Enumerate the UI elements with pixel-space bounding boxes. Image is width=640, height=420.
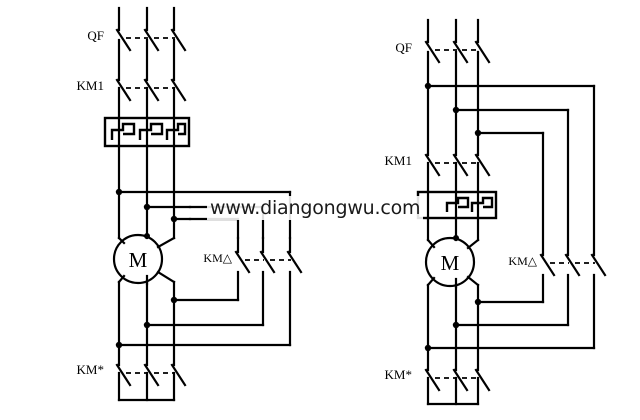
left-thermal-overload-relay [103,116,191,148]
right-km1-label: KM1 [385,153,412,168]
watermark-text: www.diangongwu.com [207,196,424,220]
left-motor-terminal-top [144,233,150,239]
right-motor-terminal-top [453,235,459,241]
right-star-label: KM* [385,367,412,382]
left-main-contactor-km1[interactable] [115,78,187,120]
left-junction-delta-2 [143,321,151,329]
left-star-contactor[interactable] [115,363,187,402]
left-junction-delta-3 [115,341,123,349]
left-junction-delta-1 [170,296,178,304]
right-junction-delta-2 [452,321,460,329]
right-main-contactor-km1[interactable] [424,153,491,194]
left-motor-label: M [129,248,148,272]
right-junction-l1-tap [424,82,432,90]
left-circuit-breaker-qf[interactable] [115,6,187,82]
right-junction-delta-3 [424,344,432,352]
left-junction-l1-tap [115,188,123,196]
left-km1-label: KM1 [77,78,104,93]
left-motor: M [112,233,176,285]
right-circuit-breaker-qf[interactable] [424,18,491,157]
right-junction-l3-tap [474,129,482,137]
left-diagram: QF KM1 [77,6,303,402]
left-delta-contactor[interactable] [234,236,303,274]
left-delta-label: KM△ [203,251,232,265]
left-junction-l3-tap [170,215,178,223]
right-delta-contactor[interactable] [539,253,607,277]
right-motor-label: M [441,251,460,275]
right-qf-label: QF [395,40,412,55]
right-diagram: QF KM1 [385,18,607,406]
left-junction-l2-tap [143,203,151,211]
left-star-label: KM* [77,362,104,377]
right-thermal-overload-relay [416,190,498,220]
left-qf-label: QF [87,28,104,43]
right-junction-l2-tap [452,106,460,114]
right-motor: M [424,236,480,289]
right-delta-label: KM△ [508,254,537,268]
right-star-contactor[interactable] [424,368,491,406]
right-junction-delta-1 [474,298,482,306]
